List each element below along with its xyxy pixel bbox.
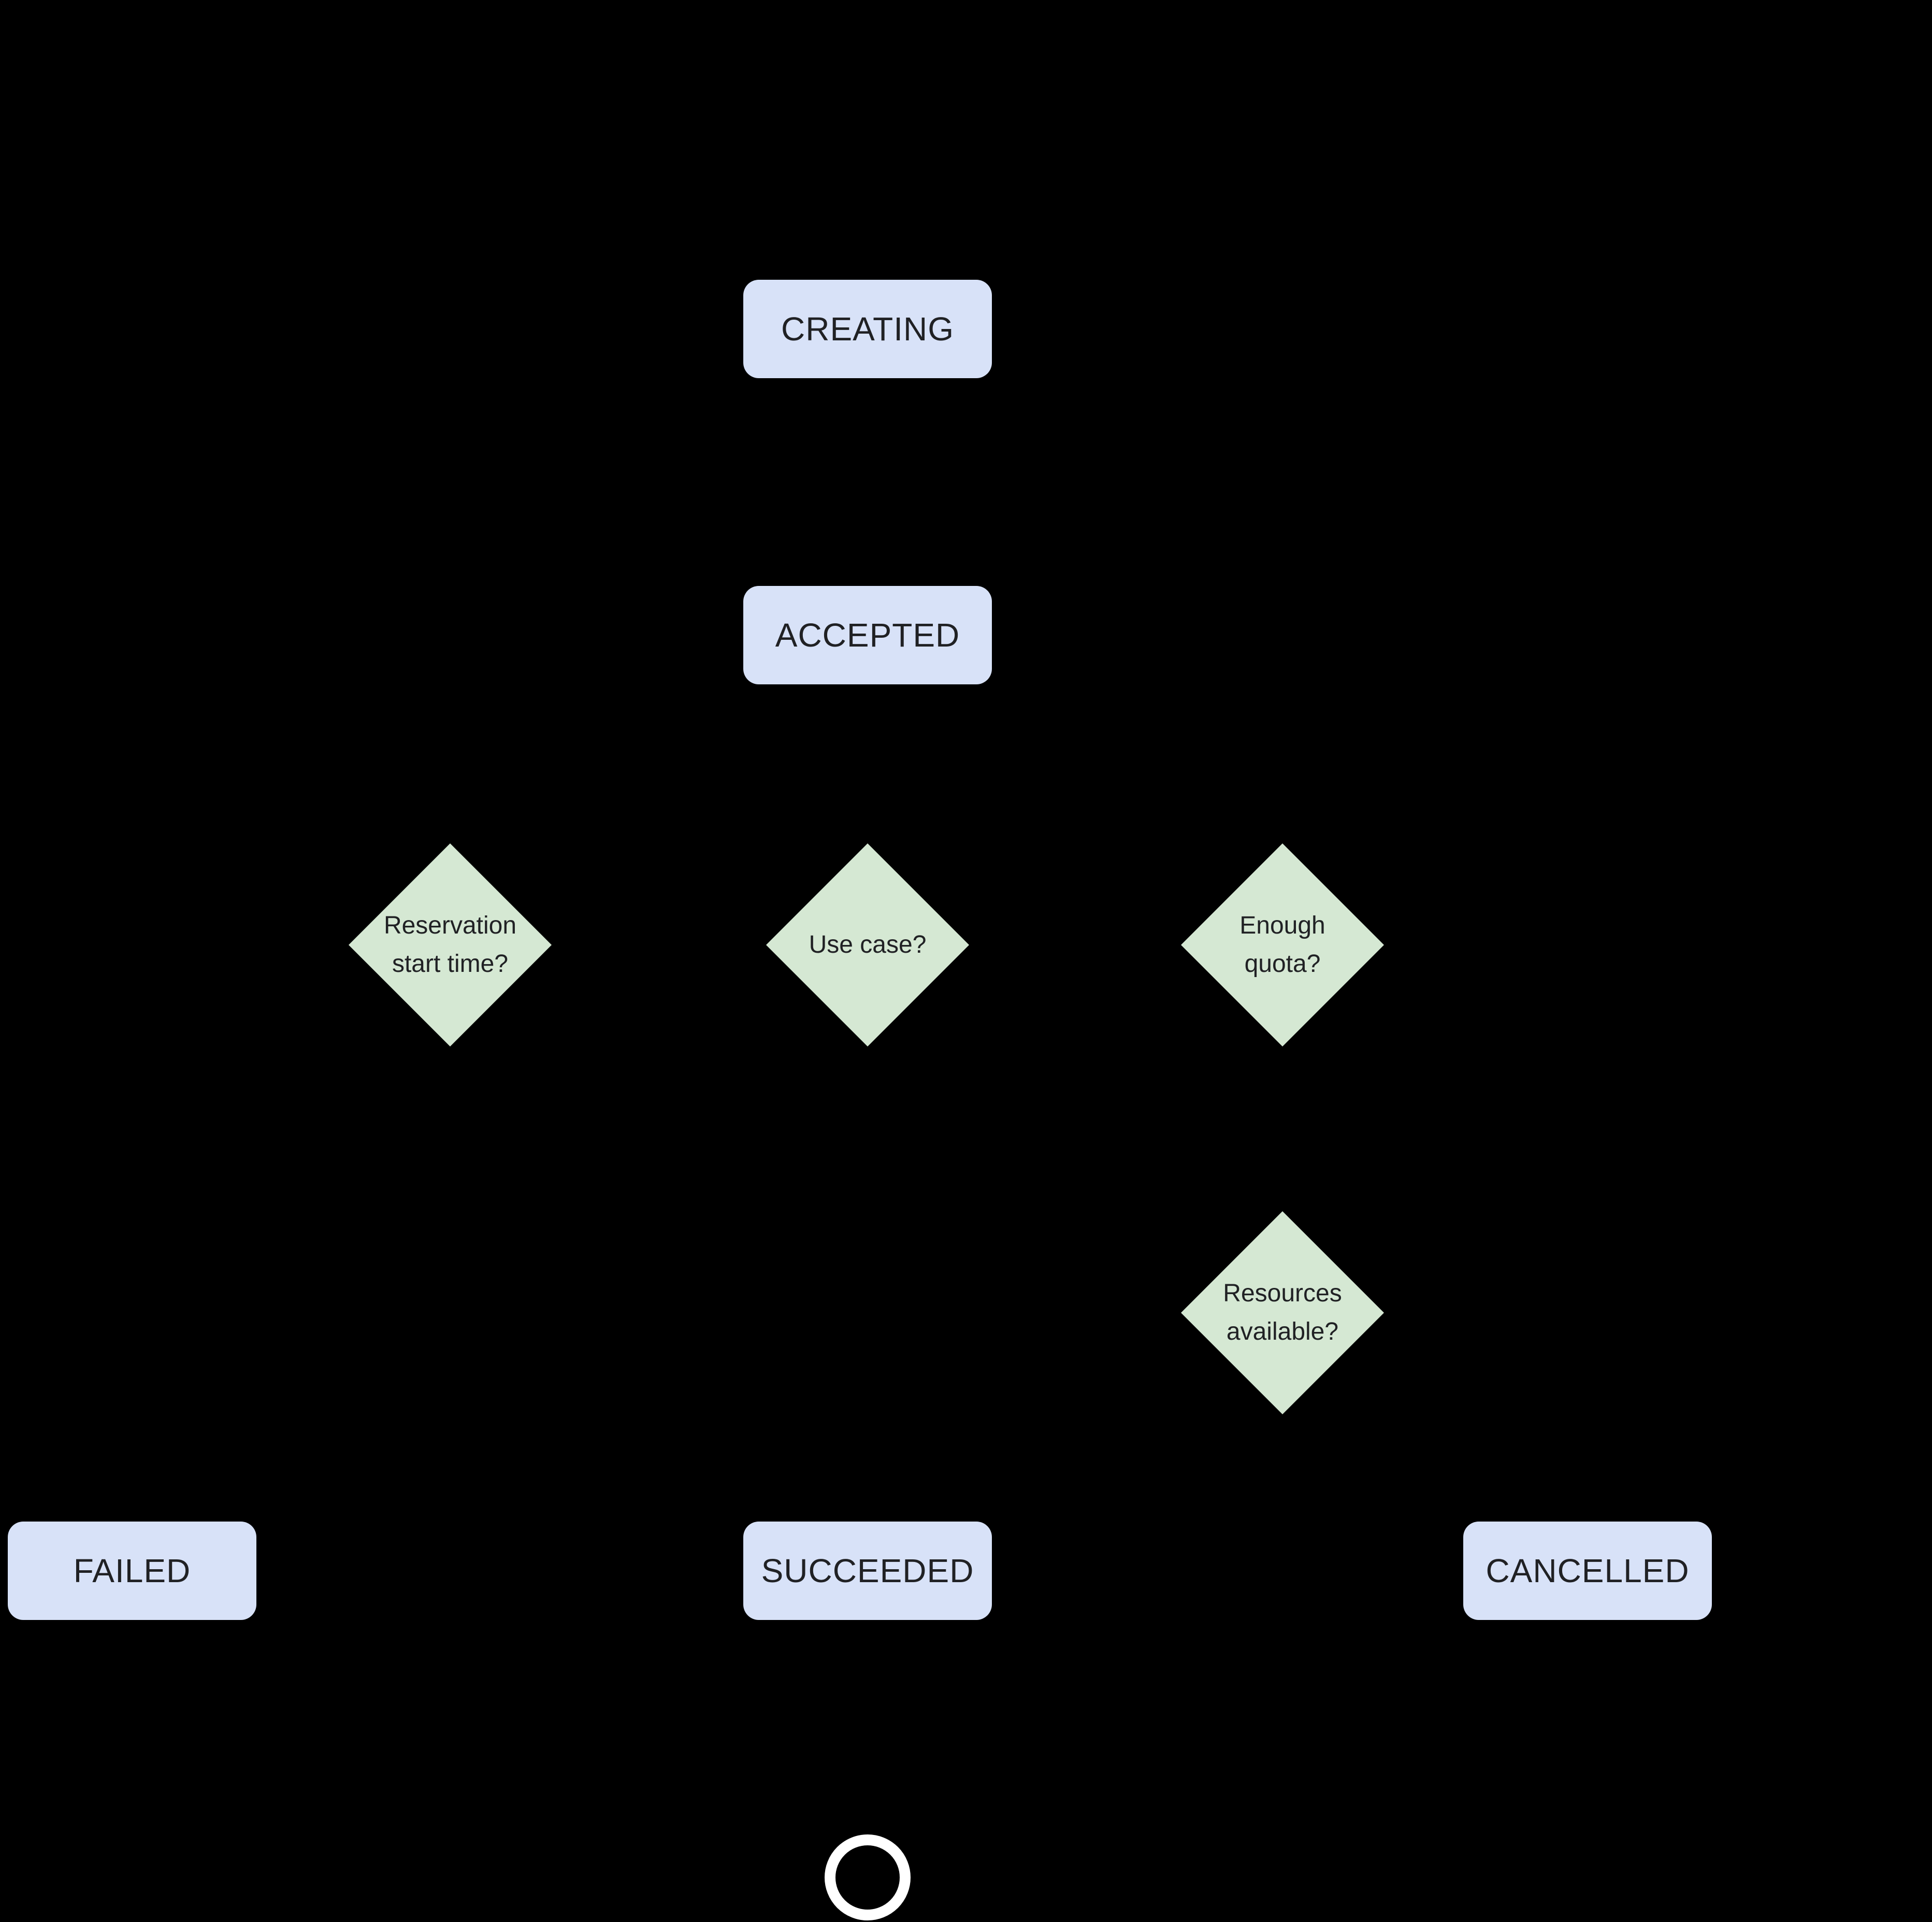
state-failed: FAILED — [8, 1522, 256, 1620]
state-cancelled: CANCELLED — [1463, 1522, 1712, 1620]
state-succeeded: SUCCEEDED — [743, 1522, 992, 1620]
decision-use-case: Use case? — [766, 843, 969, 1046]
state-creating: CREATING — [743, 280, 992, 378]
state-succeeded-label: SUCCEEDED — [761, 1552, 974, 1589]
decision-resources-available-label: Resources available? — [1223, 1279, 1342, 1345]
decision-reservation-start-time: Reservation start time? — [349, 843, 552, 1046]
state-creating-label: CREATING — [781, 310, 954, 348]
state-failed-label: FAILED — [73, 1552, 191, 1589]
state-accepted-label: ACCEPTED — [775, 616, 960, 654]
state-cancelled-label: CANCELLED — [1486, 1552, 1690, 1589]
decision-enough-quota: Enough quota? — [1181, 843, 1384, 1046]
decision-use-case-label: Use case? — [809, 930, 927, 958]
decision-reservation-start-time-label: Reservation start time? — [383, 911, 517, 978]
decision-enough-quota-label: Enough quota? — [1239, 911, 1325, 978]
state-accepted: ACCEPTED — [743, 586, 992, 684]
end-state-circle — [825, 1834, 911, 1920]
decision-resources-available: Resources available? — [1181, 1211, 1384, 1414]
